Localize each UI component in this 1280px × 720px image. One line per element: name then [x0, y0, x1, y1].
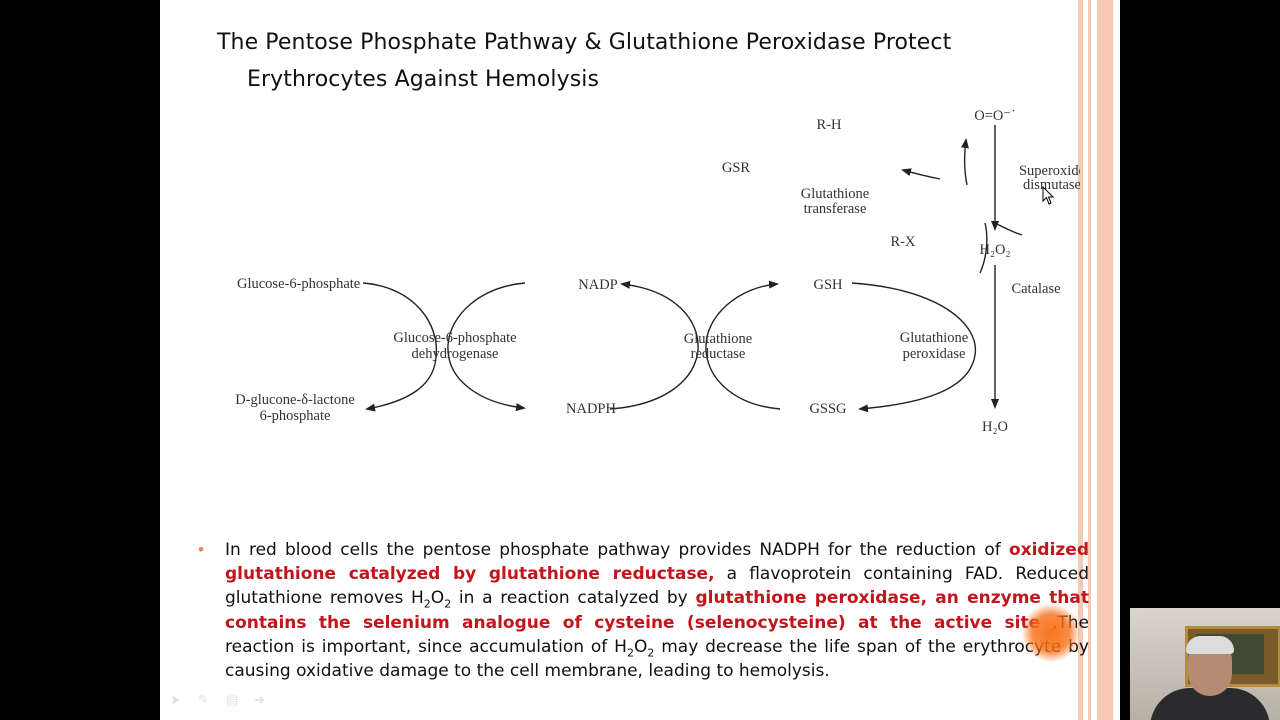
rx-line — [996, 223, 1023, 236]
g6pd-label-line1: Glucose-6-phosphate — [393, 330, 516, 346]
superoxide-label: O=O⁻˙ — [974, 108, 1016, 124]
sod-label-line2: dismutase — [1023, 177, 1080, 193]
para-text: O — [430, 588, 445, 609]
gr-label-line2: reductase — [691, 346, 746, 362]
para-text: a flavoprotein containing FAD. Reduced g… — [225, 564, 1089, 609]
menu-toolbar-icon[interactable]: ▤ — [226, 692, 239, 707]
cursor-arrow-icon — [1042, 186, 1055, 205]
slide-title-line1: The Pentose Phosphate Pathway & Glutathi… — [217, 30, 952, 55]
gpx-label-line2: peroxidase — [903, 346, 966, 362]
gpx-label-line1: Glutathione — [900, 330, 968, 346]
nadph-label: NADPH — [566, 401, 616, 417]
nadp-label: NADP — [578, 277, 617, 293]
presenter-hair — [1186, 636, 1234, 654]
para-text: may decrease the life span of the erythr… — [225, 636, 1089, 682]
gst-label-line2: transferase — [804, 201, 867, 217]
slide-border-stripe — [1088, 0, 1091, 720]
gsh-label: GSH — [813, 277, 843, 293]
slide-title: The Pentose Phosphate Pathway & Glutathi… — [217, 24, 977, 98]
gr-label-line1: Glutathione — [684, 331, 752, 347]
pointer-toolbar-icon[interactable]: ➤ — [170, 692, 181, 707]
para-subscript: 2 — [626, 646, 634, 660]
lactone-label-line1: D-glucone-δ-lactone — [235, 392, 355, 408]
gsh-transferase-line — [979, 222, 988, 274]
gr-arc-right — [705, 280, 781, 410]
para-subscript: 2 — [647, 646, 655, 660]
slide-title-line2: Erythrocytes Against Hemolysis — [247, 67, 600, 92]
para-text: in a reaction catalyzed by — [451, 588, 696, 609]
gpx-arc — [851, 282, 977, 413]
bullet-marker: • — [198, 540, 204, 559]
glucose-6-phosphate-label: Glucose-6-phosphate — [237, 276, 360, 292]
slide-border-stripe — [1097, 0, 1113, 720]
pen-toolbar-icon[interactable]: ✎ — [198, 692, 209, 707]
h2o-label: H₂O — [982, 419, 1008, 435]
gsr-label: GSR — [722, 160, 751, 176]
slide: The Pentose Phosphate Pathway & Glutathi… — [160, 0, 1120, 720]
h2o2-label: H₂O₂ — [979, 242, 1010, 258]
gsr-arrow — [901, 168, 941, 180]
g6pd-label-line2: dehydrogenase — [412, 346, 499, 362]
body-paragraph: In red blood cells the pentose phosphate… — [225, 538, 1089, 683]
pathway-diagram: Glucose-6-phosphate Glucose-6-phosphate … — [235, 108, 1080, 435]
para-highlight-peroxidase: glutathione peroxidase, an enzyme that c… — [225, 588, 1089, 633]
g6pd-arc-left — [362, 282, 438, 412]
catalase-label: Catalase — [1011, 281, 1060, 297]
para-highlight-reductase: oxidized glutathione catalyzed by glutat… — [225, 540, 1089, 585]
lactone-label-line2: 6-phosphate — [260, 408, 331, 424]
gr-arc-left — [609, 280, 699, 410]
rh-arrow — [960, 138, 969, 186]
slideshow-toolbar[interactable]: ➤ ✎ ▤ ➜ — [170, 692, 268, 707]
rh-label: R-H — [817, 117, 843, 133]
para-subscript: 2 — [423, 597, 431, 611]
para-text: In red blood cells the pentose phosphate… — [225, 540, 1009, 560]
webcam-overlay — [1130, 608, 1280, 720]
g6pd-arc-right — [447, 282, 526, 412]
next-toolbar-icon[interactable]: ➜ — [254, 692, 265, 707]
sod-label-line1: Superoxide — [1019, 163, 1080, 179]
rx-label: R-X — [891, 234, 917, 250]
gssg-label: GSSG — [809, 401, 847, 417]
gst-label-line1: Glutathione — [801, 186, 869, 202]
para-subscript: 2 — [444, 597, 452, 611]
laser-pointer-dot — [1022, 604, 1080, 662]
slide-border-stripe — [1078, 0, 1083, 720]
para-text: O — [633, 636, 648, 657]
